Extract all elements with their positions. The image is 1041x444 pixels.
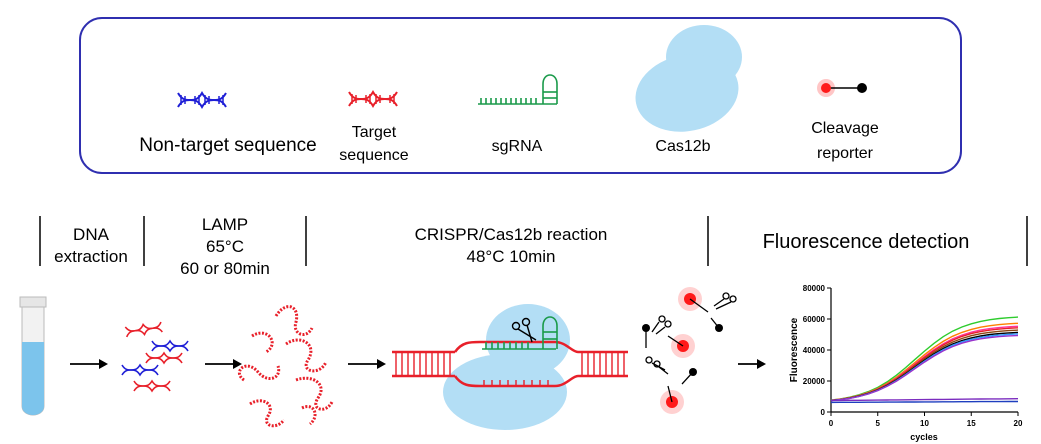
legend-cas-label: Cas12b [655, 138, 710, 155]
legend-reporter-label-1: Cleavage [811, 120, 879, 137]
step-lamp-label-3: 60 or 80min [180, 259, 270, 278]
legend-reporter-label-2: reporter [817, 145, 874, 162]
series-line [830, 331, 1019, 402]
target-dna-icon [348, 89, 398, 109]
legend-frame [79, 17, 962, 174]
x-tick-label: 5 [876, 419, 881, 428]
step-lamp-label-2: 65°C [206, 237, 244, 256]
lamp-amplicons [237, 305, 334, 428]
sgrna-bound [482, 316, 558, 350]
legend-non-target-label: Non-target sequence [139, 135, 316, 156]
test-tube-icon [19, 296, 47, 416]
y-tick-label: 80000 [803, 284, 826, 293]
series-line [830, 329, 1019, 402]
mixed-dna-cluster [121, 321, 189, 393]
x-axis-label: cycles [910, 432, 938, 442]
series-line [830, 334, 1019, 402]
step-fluor-label: Fluorescence detection [763, 231, 970, 253]
x-tick-label: 20 [1014, 419, 1023, 428]
legend-sgrna-label: sgRNA [492, 138, 543, 155]
x-tick-label: 10 [920, 419, 929, 428]
step-crispr-label-1: CRISPR/Cas12b reaction [415, 225, 608, 244]
cleavage-reporter-icon [817, 79, 867, 97]
y-tick-label: 0 [821, 408, 826, 417]
arrows [70, 359, 766, 369]
cas12b-complex [443, 304, 570, 430]
step-lamp-label-1: LAMP [202, 215, 248, 234]
y-tick-label: 60000 [803, 315, 826, 324]
legend-target-label-2: sequence [339, 147, 408, 164]
step-dna-label-1: DNA [73, 225, 110, 244]
step-dividers [39, 216, 1028, 266]
series-line [830, 327, 1019, 402]
scissors-icon [511, 317, 537, 343]
series-line [830, 400, 1018, 404]
series-line [830, 398, 1019, 402]
x-tick-label: 0 [829, 419, 834, 428]
cleaved-reporters [642, 287, 723, 414]
y-tick-label: 20000 [803, 377, 826, 386]
fluorescence-chart: 0 20000 40000 60000 80000 0 5 10 15 20 Fluoresce… [789, 284, 1023, 442]
step-crispr-label-2: 48°C 10min [466, 247, 555, 266]
y-tick-label: 40000 [803, 346, 826, 355]
cas12b-icon [635, 25, 742, 132]
y-axis-label: Fluorescence [789, 317, 800, 382]
legend-target-label-1: Target [352, 124, 397, 141]
non-target-dna-icon [177, 90, 227, 110]
scissors-icon-small [645, 292, 737, 375]
sgrna-icon [478, 74, 558, 105]
dna-base-ticks [395, 352, 625, 386]
step-dna-label-2: extraction [54, 247, 128, 266]
series-line [830, 333, 1019, 402]
x-tick-label: 15 [967, 419, 976, 428]
